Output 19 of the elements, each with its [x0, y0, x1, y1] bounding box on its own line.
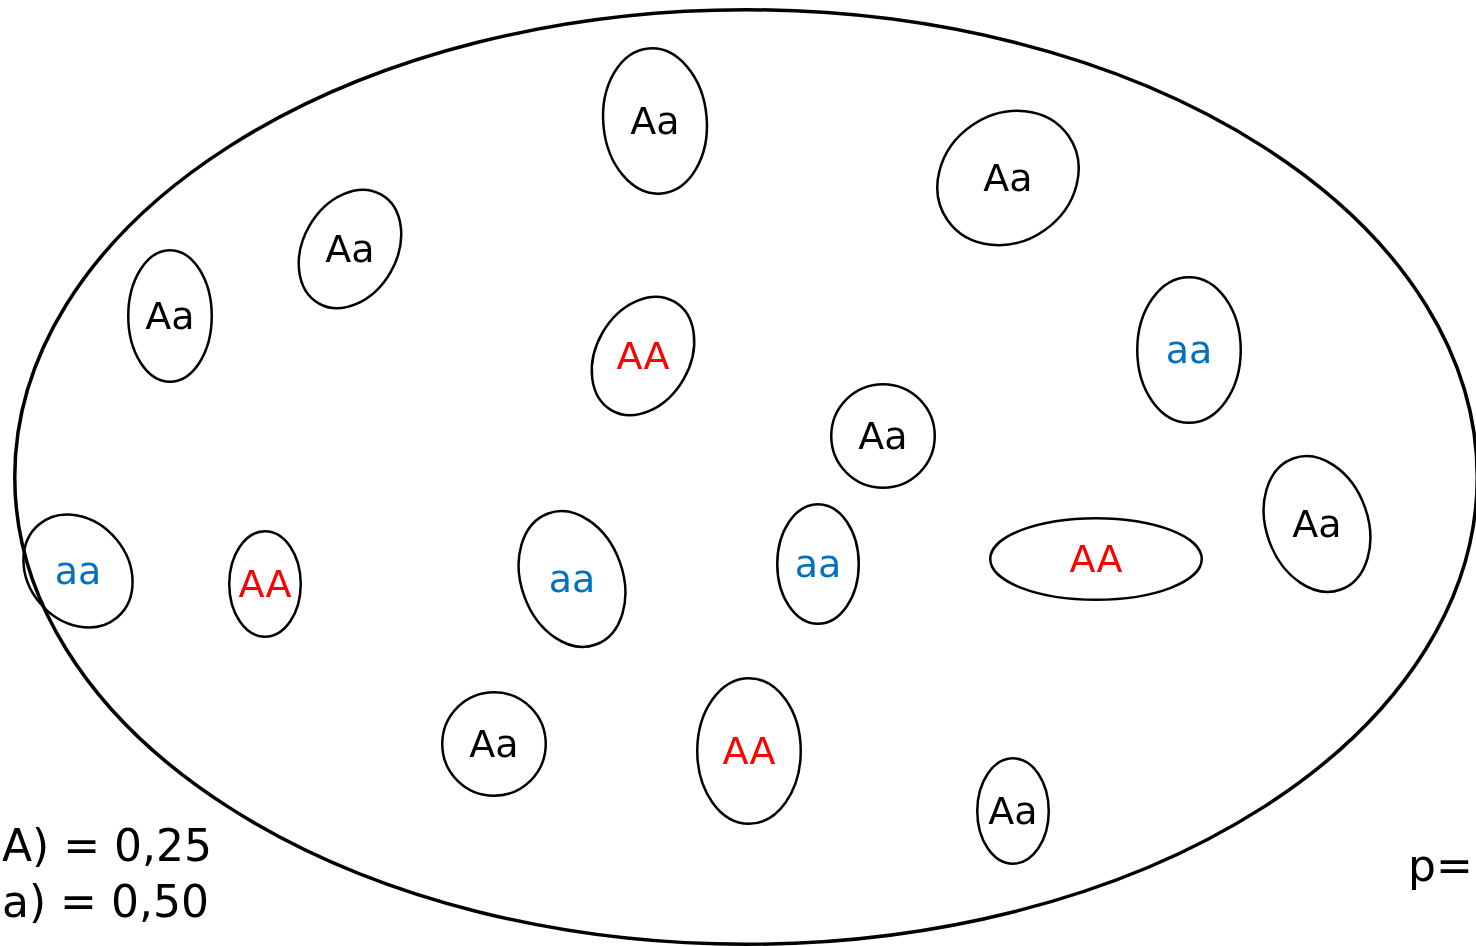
frequency-text: a) = 0,50 [2, 876, 209, 927]
formula-text: p= [1408, 840, 1473, 891]
genotype-label: Aa [469, 722, 519, 766]
genotype-label: aa [794, 542, 842, 586]
genotype-label: AA [616, 334, 670, 378]
genotype-label: AA [238, 562, 292, 606]
frequency-text: A) = 0,25 [2, 820, 213, 871]
genotype-label: aa [548, 557, 596, 601]
genotype-label: aa [1165, 328, 1213, 372]
genotype-label: Aa [1292, 502, 1342, 546]
genotype-label: AA [722, 729, 776, 773]
genotype-label: Aa [145, 294, 195, 338]
genotype-label: Aa [858, 414, 908, 458]
genotype-label: Aa [630, 99, 680, 143]
genotype-label: AA [1069, 537, 1123, 581]
genotype-label: Aa [983, 156, 1033, 200]
genotype-label: Aa [325, 227, 375, 271]
genotype-label: Aa [988, 789, 1038, 833]
genotype-label: aa [54, 549, 102, 593]
